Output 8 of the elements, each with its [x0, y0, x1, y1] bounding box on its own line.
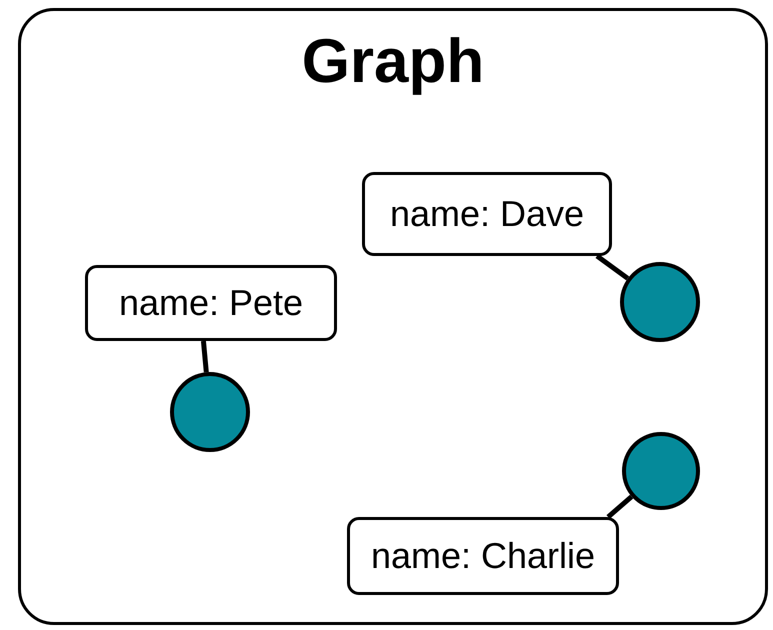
property-callout: [347, 517, 619, 595]
property-callout: [85, 265, 337, 341]
property-callout: [362, 172, 612, 256]
property-text: name: Charlie: [370, 538, 596, 574]
property-text: name: Pete: [118, 285, 304, 321]
property-text: name: Dave: [390, 196, 584, 232]
graph-title: Graph: [302, 31, 484, 93]
graph-container: [18, 8, 768, 625]
